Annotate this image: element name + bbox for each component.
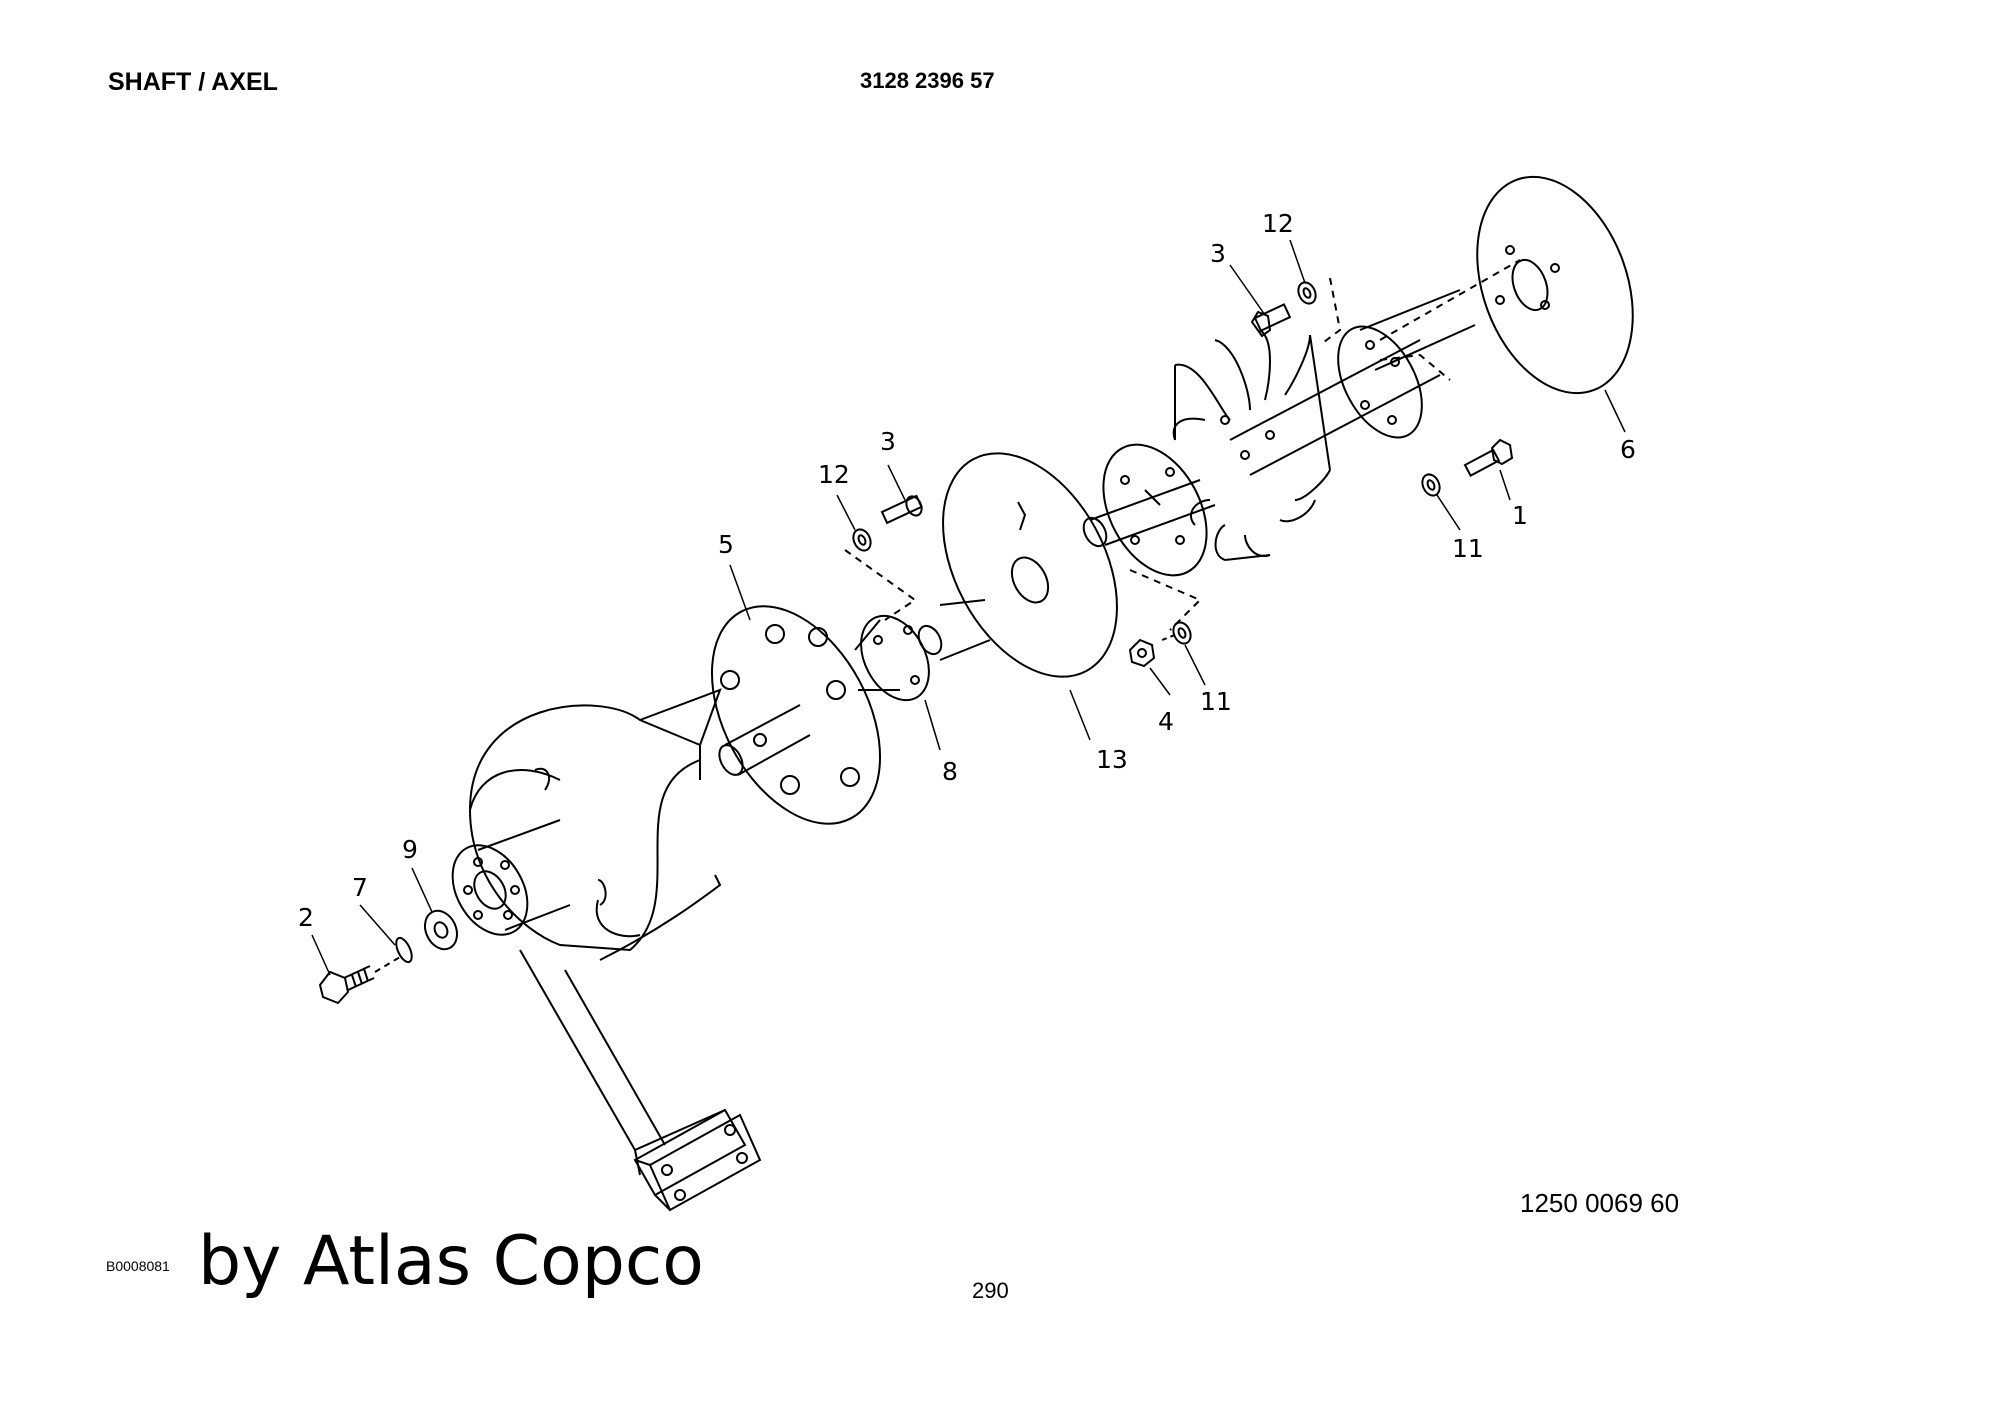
bolt-2 xyxy=(318,965,375,1005)
callout-8: 8 xyxy=(942,757,958,786)
callout-2: 2 xyxy=(298,903,314,932)
callout-9: 9 xyxy=(402,835,418,864)
part-number: 1250 0069 60 xyxy=(1520,1188,1680,1218)
washer-12-right xyxy=(1297,281,1317,305)
mounting-plate xyxy=(633,1108,762,1212)
bolt-3-right xyxy=(1250,303,1292,338)
callout-3-right: 3 xyxy=(1210,239,1226,268)
main-shaft xyxy=(1229,289,1476,476)
callout-4: 4 xyxy=(1158,707,1174,736)
washer-9 xyxy=(423,909,459,951)
callout-labels: 2 7 9 5 8 13 4 11 12 3 3 12 11 1 6 xyxy=(298,209,1636,932)
lock-washer-7 xyxy=(395,936,413,964)
disc-13 xyxy=(942,452,1118,678)
housing-flange xyxy=(451,819,571,936)
watermark: by Atlas Copco xyxy=(198,1222,704,1301)
callout-11-upper: 11 xyxy=(1452,534,1484,563)
callout-11-lower: 11 xyxy=(1200,687,1232,716)
callout-3-left: 3 xyxy=(880,427,896,456)
coupling-flange xyxy=(1337,325,1423,439)
page-title: SHAFT / AXEL xyxy=(108,68,278,96)
image-id: B0008081 xyxy=(106,1258,170,1274)
document-number: 3128 2396 57 xyxy=(860,68,995,93)
flange-disc-5 xyxy=(710,605,882,825)
washer-11-left xyxy=(1172,621,1192,645)
bearing-housing xyxy=(468,688,722,961)
callout-13: 13 xyxy=(1096,745,1128,774)
impeller-fan xyxy=(1172,329,1331,561)
callout-7: 7 xyxy=(352,873,368,902)
callout-12-right: 12 xyxy=(1262,209,1294,238)
callout-6: 6 xyxy=(1620,435,1636,464)
bolt-3-left xyxy=(880,494,923,525)
nut-4 xyxy=(1128,638,1156,668)
end-disc-6 xyxy=(1476,175,1634,395)
leader-lines xyxy=(311,239,1626,976)
page-number: 290 xyxy=(972,1278,1009,1303)
washer-12-left xyxy=(852,528,872,552)
bolt-1 xyxy=(1463,438,1514,477)
callout-12-left: 12 xyxy=(818,460,850,489)
callout-5: 5 xyxy=(718,530,734,559)
callout-1: 1 xyxy=(1512,501,1528,530)
shaft-stub xyxy=(699,704,811,780)
hub-flange-8 xyxy=(854,599,991,702)
flange-hub xyxy=(1082,443,1216,577)
washer-11-right xyxy=(1421,473,1441,497)
